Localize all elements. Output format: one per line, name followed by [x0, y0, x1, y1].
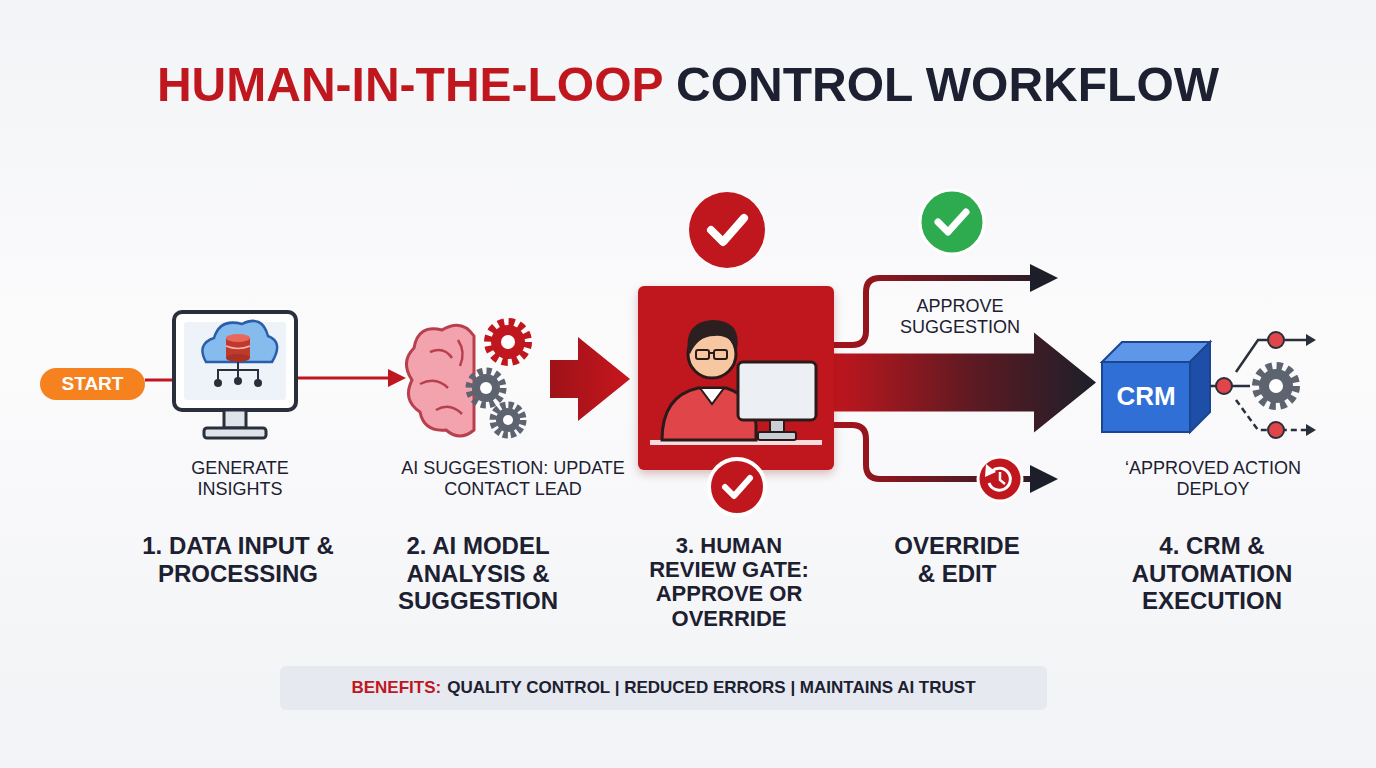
- step-label: 3. HUMAN REVIEW GATE: APPROVE OR OVERRID…: [643, 534, 815, 631]
- node-text: GENERATE INSIGHTS: [182, 458, 298, 499]
- node-text: START: [40, 373, 145, 395]
- benefits-band: BENEFITS: QUALITY CONTROL | REDUCED ERROR…: [280, 666, 1047, 710]
- branch-label: APPROVE SUGGESTION: [898, 296, 1022, 337]
- data-input-node: GENERATE INSIGHTS1. DATA INPUT & PROCESS…: [172, 310, 298, 442]
- step-label: 4. CRM & AUTOMATION EXECUTION: [1124, 532, 1300, 615]
- flow-arrow: [834, 333, 1096, 433]
- benefit-text: QUALITY CONTROL | REDUCED ERRORS | MAINT…: [447, 678, 975, 698]
- check-badge: [689, 192, 765, 268]
- benefit-text: BENEFITS:: [351, 678, 441, 698]
- diagram-title: HUMAN-IN-THE-LOOP CONTROL WORKFLOW: [0, 56, 1376, 114]
- override-badge: [978, 457, 1022, 501]
- flow-arrow: [550, 337, 630, 421]
- step-label: 1. DATA INPUT & PROCESSING: [142, 532, 334, 587]
- monitor-icon: [174, 312, 296, 438]
- review-gate-box: 3. HUMAN REVIEW GATE: APPROVE OR OVERRID…: [638, 286, 834, 470]
- reviewer-figure: [650, 320, 822, 445]
- ai-model-node: AI SUGGESTION: UPDATE CONTACT LEAD2. AI …: [410, 318, 536, 442]
- gate-check-badge: [709, 459, 765, 515]
- node-text: ‘APPROVED ACTION DEPLOY: [1117, 458, 1309, 499]
- step-label: 2. AI MODEL ANALYSIS & SUGGESTION: [392, 532, 564, 615]
- crm-cube: [1102, 342, 1210, 432]
- node-text: AI SUGGESTION: UPDATE CONTACT LEAD: [401, 458, 625, 499]
- brain-icon: [406, 322, 528, 436]
- branch-label: OVERRIDE & EDIT: [887, 532, 1027, 587]
- approve-badge: [920, 190, 984, 254]
- node-text: CRM: [1102, 382, 1190, 412]
- automation-icon: [1210, 332, 1316, 438]
- crm-node: CRM‘APPROVED ACTION DEPLOY4. CRM & AUTOM…: [1102, 342, 1210, 432]
- flow-line: [298, 369, 406, 387]
- flow-line: [145, 379, 172, 382]
- start-pill: START: [40, 368, 145, 400]
